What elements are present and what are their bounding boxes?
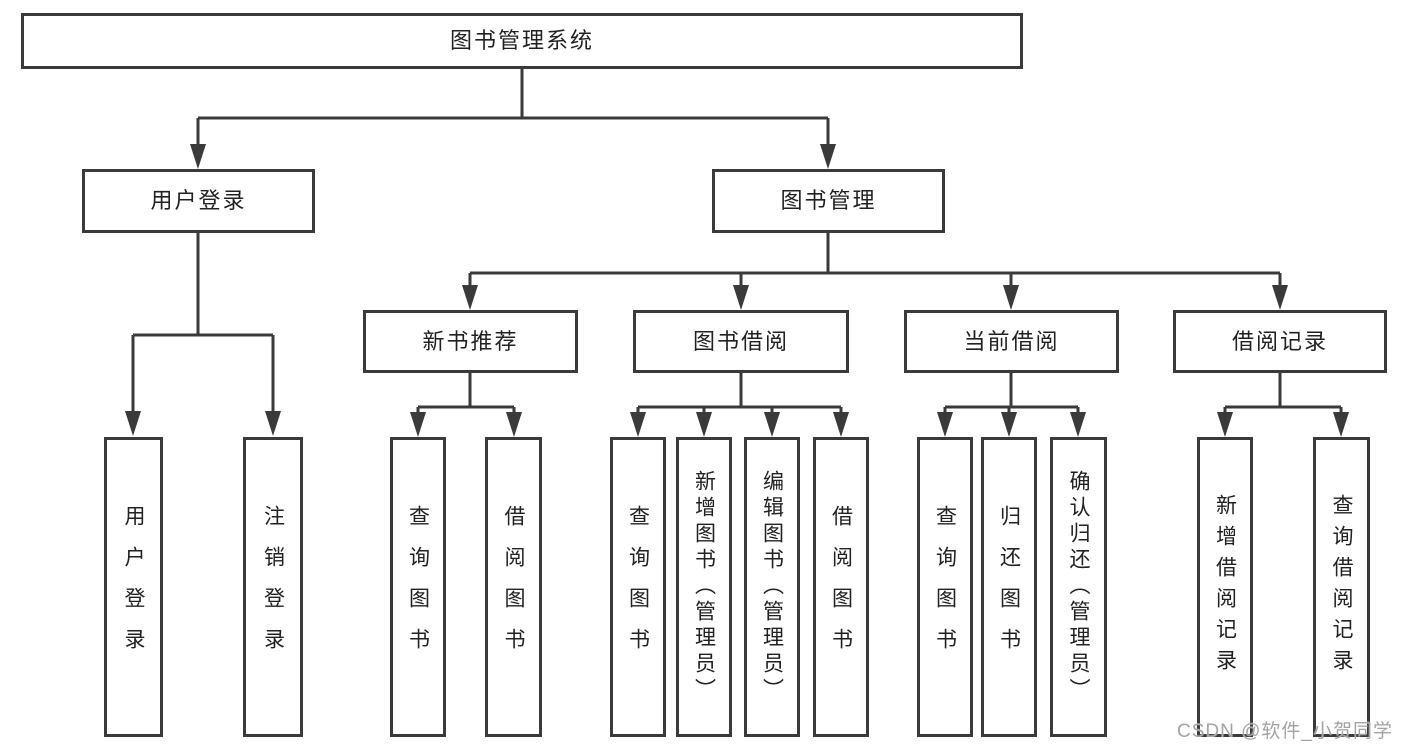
node-leaf-user-login: 用户登录 <box>104 437 163 737</box>
node-leaf-query-record: 查询借阅记录 <box>1313 437 1370 737</box>
arrowhead-icon <box>506 412 522 437</box>
arrowhead-icon <box>696 412 712 437</box>
node-leaf-add-record: 新增借阅记录 <box>1197 437 1253 737</box>
node-user-login: 用户登录 <box>82 169 315 233</box>
node-leaf-borrow-book-2: 借阅图书 <box>813 437 869 737</box>
csdn-watermark: CSDN @软件_小贺同学 <box>1177 721 1393 742</box>
node-leaf-add-book: 新增图书（管理员） <box>676 437 732 737</box>
node-leaf-query-book-3: 查询图书 <box>917 437 973 737</box>
node-label: 确认归还（管理员） <box>1067 470 1090 704</box>
arrowhead-icon <box>1217 412 1233 437</box>
connector-path <box>468 233 1282 289</box>
node-leaf-query-book-1: 查询图书 <box>390 437 446 737</box>
arrowhead-icon <box>125 411 141 436</box>
node-root: 图书管理系统 <box>21 13 1023 69</box>
node-new-book-rec: 新书推荐 <box>363 310 578 373</box>
connector-path <box>416 373 516 416</box>
arrowhead-icon <box>764 412 780 437</box>
node-label: 查询图书 <box>933 505 957 669</box>
arrowhead-icon <box>1272 285 1288 310</box>
node-label: 归还图书 <box>997 505 1021 669</box>
connector-path <box>943 373 1080 416</box>
node-leaf-edit-book: 编辑图书（管理员） <box>744 437 800 737</box>
arrowhead-icon <box>1001 412 1017 437</box>
connector-path <box>196 69 830 148</box>
node-label: 图书管理 <box>780 188 877 213</box>
node-label: 借阅记录 <box>1231 328 1328 354</box>
node-label: 查询图书 <box>406 505 430 669</box>
node-current-borrow: 当前借阅 <box>904 310 1119 373</box>
arrowhead-icon <box>937 412 953 437</box>
arrowhead-icon <box>820 144 836 169</box>
node-leaf-logout: 注销登录 <box>243 437 303 737</box>
node-label: 借阅图书 <box>502 505 525 669</box>
arrowhead-icon <box>190 144 206 169</box>
connector-path <box>131 233 275 415</box>
node-leaf-borrow-book-1: 借阅图书 <box>485 437 542 737</box>
node-leaf-confirm-return: 确认归还（管理员） <box>1050 437 1107 737</box>
arrowhead-icon <box>1070 412 1086 437</box>
node-label: 图书借阅 <box>692 328 789 354</box>
connector-path <box>636 373 843 416</box>
connector-path <box>1223 373 1343 416</box>
node-label: 借阅图书 <box>829 505 853 669</box>
node-label: 当前借阅 <box>963 328 1060 354</box>
arrowhead-icon <box>410 412 426 437</box>
node-label: 用户登录 <box>122 505 145 669</box>
node-label: 查询借阅记录 <box>1330 494 1353 680</box>
node-label: 用户登录 <box>150 188 247 213</box>
node-leaf-return-book: 归还图书 <box>981 437 1037 737</box>
node-label: 新书推荐 <box>422 328 519 354</box>
node-label: 新增图书（管理员） <box>692 470 716 704</box>
arrowhead-icon <box>1333 412 1349 437</box>
node-label: 注销登录 <box>261 505 285 669</box>
node-label: 新增借阅记录 <box>1213 494 1237 680</box>
arrowhead-icon <box>733 285 749 310</box>
arrowhead-icon <box>462 285 478 310</box>
arrowhead-icon <box>630 412 646 437</box>
node-label: 查询图书 <box>626 505 650 669</box>
node-book-mgmt: 图书管理 <box>712 169 945 233</box>
node-leaf-query-book-2: 查询图书 <box>610 437 666 737</box>
arrowhead-icon <box>833 412 849 437</box>
arrowhead-icon <box>265 411 281 436</box>
node-book-borrow: 图书借阅 <box>633 310 849 373</box>
node-borrow-records: 借阅记录 <box>1173 310 1387 373</box>
node-label: 编辑图书（管理员） <box>760 470 784 704</box>
arrowhead-icon <box>1003 285 1019 310</box>
node-label: 图书管理系统 <box>449 28 594 53</box>
